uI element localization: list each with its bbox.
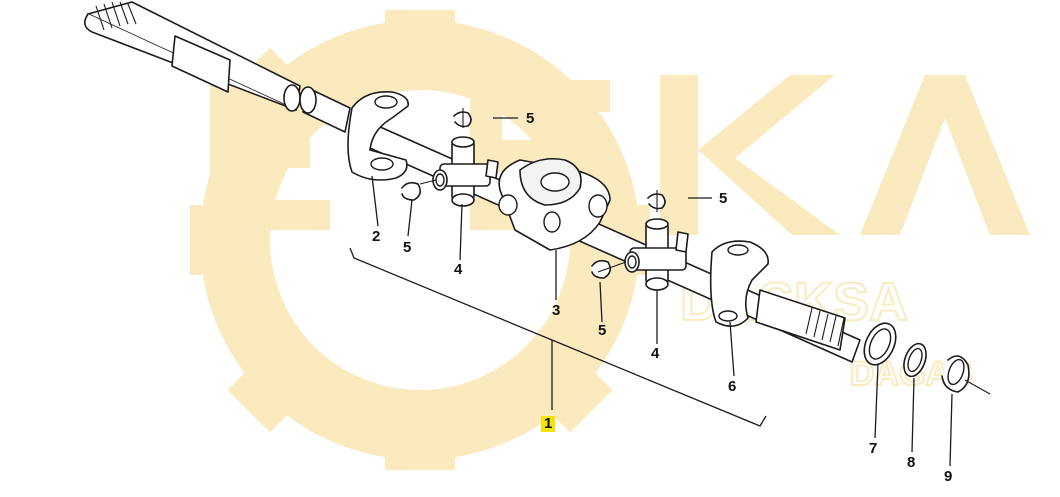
callout-circlip-d: 5: [598, 322, 607, 339]
callout-yoke: 2: [372, 228, 381, 245]
callout-circlip-a: 5: [403, 239, 412, 256]
callout-circlip-b: 5: [526, 110, 535, 127]
washer: [903, 342, 927, 378]
coupling: [498, 157, 611, 251]
cross-spider-a: [432, 136, 499, 207]
centre-lines: [419, 108, 991, 395]
callout-ring-7: 7: [869, 440, 878, 457]
callout-assembly: 1: [541, 416, 556, 432]
thrust-ring: [863, 322, 897, 366]
stub-yoke: [709, 240, 846, 351]
callout-cross-a: 4: [454, 261, 463, 278]
cross-spider-b: [624, 218, 689, 291]
callout-ring-8: 8: [907, 454, 916, 471]
callout-coupling: 3: [552, 302, 561, 319]
callout-circlip-c: 5: [719, 190, 728, 207]
circlip-a: [401, 181, 422, 201]
callout-stub-yoke: 6: [728, 378, 737, 395]
circlip-d: [591, 259, 612, 279]
leader-lines: [371, 117, 953, 467]
callout-cross-b: 4: [651, 345, 660, 362]
axle-shaft: [84, 1, 351, 133]
yoke: [347, 91, 409, 181]
callout-snap-ring-9: 9: [944, 468, 953, 485]
